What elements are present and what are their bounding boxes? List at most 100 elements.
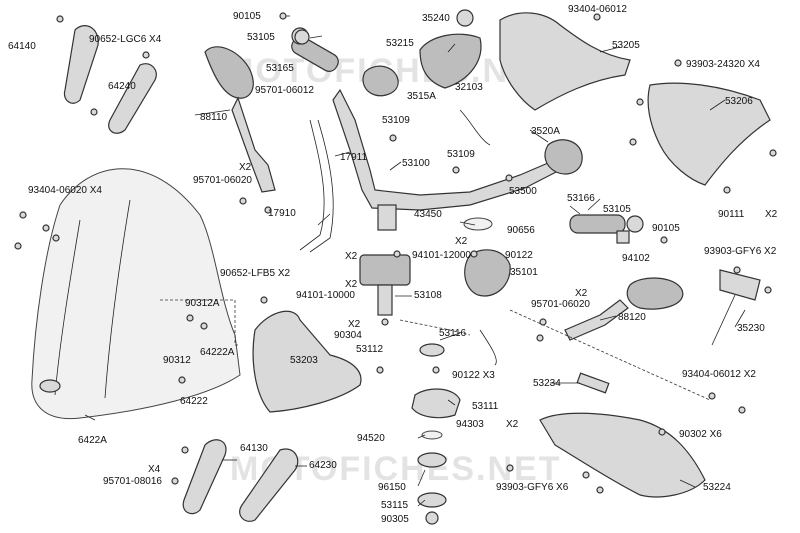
label: 94520 (357, 433, 385, 444)
label: 64222 (180, 396, 208, 407)
label: 3515A (407, 91, 436, 102)
cap-35240 (456, 9, 474, 27)
label: 53109 (447, 149, 475, 160)
label: 53108 (414, 290, 442, 301)
band-90656 (463, 217, 493, 231)
label: 94303 (456, 419, 484, 430)
label: 95701-06020 (193, 175, 252, 186)
label: X2 (506, 419, 519, 430)
label: 53500 (509, 186, 537, 197)
label: 94102 (622, 253, 650, 264)
label: 94101-10000 (296, 290, 355, 301)
label: 53165 (266, 63, 294, 74)
label: X2 (345, 251, 358, 262)
label: 93903-GFY6 X2 (704, 246, 777, 257)
holder-stem (377, 284, 393, 316)
part-number-labels: 90105 35240 93404-06012 64140 90652-LGC6… (8, 4, 778, 525)
washer-53112 (419, 343, 445, 357)
label: 43450 (414, 209, 442, 220)
label: 53111 (472, 401, 499, 412)
mirror-left (204, 46, 254, 99)
label: 90652-LFB5 X2 (220, 268, 290, 279)
label: 93404-06012 (568, 4, 627, 15)
label: 93404-06012 X2 (682, 369, 756, 380)
ring-94520 (421, 430, 443, 440)
cover-53205 (499, 12, 631, 111)
bar-end-right (626, 215, 644, 233)
label: 53205 (612, 40, 640, 51)
label: 90302 X6 (679, 429, 722, 440)
master-cylinder-35101 (464, 249, 511, 297)
label: 53166 (567, 193, 595, 204)
label: 93903-24320 X4 (686, 59, 760, 70)
grip-left (291, 36, 339, 72)
bearing-96150 (417, 452, 447, 468)
label: 35240 (422, 13, 450, 24)
label: 53115 (381, 500, 409, 511)
cover-53203 (252, 310, 362, 413)
switch-left (362, 65, 399, 97)
label: 94101-12000 (412, 250, 471, 261)
label: 90122 X3 (452, 370, 495, 381)
label: X2 (348, 319, 361, 330)
label: 88120 (618, 312, 646, 323)
holder-53108 (359, 254, 411, 286)
label: 53234 (533, 378, 561, 389)
grip-right (569, 214, 626, 234)
label: 64130 (240, 443, 268, 454)
label: 90652-LGC6 X4 (89, 34, 162, 45)
label: 90312A (185, 298, 220, 309)
washer-90305 (425, 511, 439, 525)
label: 64140 (8, 41, 36, 52)
bracket-64140 (63, 25, 99, 104)
mirror-left-stem (231, 96, 276, 193)
label: 53203 (290, 355, 318, 366)
label: X2 (455, 236, 468, 247)
label: 53224 (703, 482, 731, 493)
label: 53105 (247, 32, 275, 43)
reservoir-35230 (719, 269, 761, 301)
label: 53206 (725, 96, 753, 107)
label: 95701-08016 (103, 476, 162, 487)
sleeve-53105b (616, 230, 630, 244)
label: 64240 (108, 81, 136, 92)
label: 93404-06020 X4 (28, 185, 102, 196)
label: X2 (239, 162, 252, 173)
label: X2 (345, 279, 358, 290)
label: 96150 (378, 482, 406, 493)
label: 90105 (652, 223, 680, 234)
nut-53115 (417, 492, 447, 508)
label: 53215 (386, 38, 414, 49)
label: 53109 (382, 115, 410, 126)
label: 32103 (455, 82, 483, 93)
bracket-64130 (182, 439, 227, 515)
windscreen-emblem (39, 379, 61, 393)
cover-53215 (419, 33, 482, 89)
label: 53116 (439, 328, 467, 339)
label: X2 (575, 288, 588, 299)
label: 17910 (268, 208, 296, 219)
label: X4 (148, 464, 161, 475)
cap-53105 (294, 29, 310, 45)
label: 53105 (603, 204, 631, 215)
bracket-64240 (108, 63, 157, 134)
cover-53206 (647, 82, 771, 186)
label: 90656 (507, 225, 535, 236)
label: 3520A (531, 126, 560, 137)
label: 17911 (340, 152, 368, 163)
label: 90312 (163, 355, 191, 366)
label: 95701-06012 (255, 85, 314, 96)
label: 53112 (356, 344, 384, 355)
label: 90122 (505, 250, 533, 261)
label: X2 (765, 209, 778, 220)
mirror-right (626, 277, 684, 310)
label: 6422A (78, 435, 107, 446)
label: 35101 (510, 267, 538, 278)
label: 90105 (233, 11, 261, 22)
label: 64230 (309, 460, 337, 471)
bracket-64230 (239, 448, 299, 522)
label: 35230 (737, 323, 765, 334)
label: 90111 (718, 209, 745, 220)
